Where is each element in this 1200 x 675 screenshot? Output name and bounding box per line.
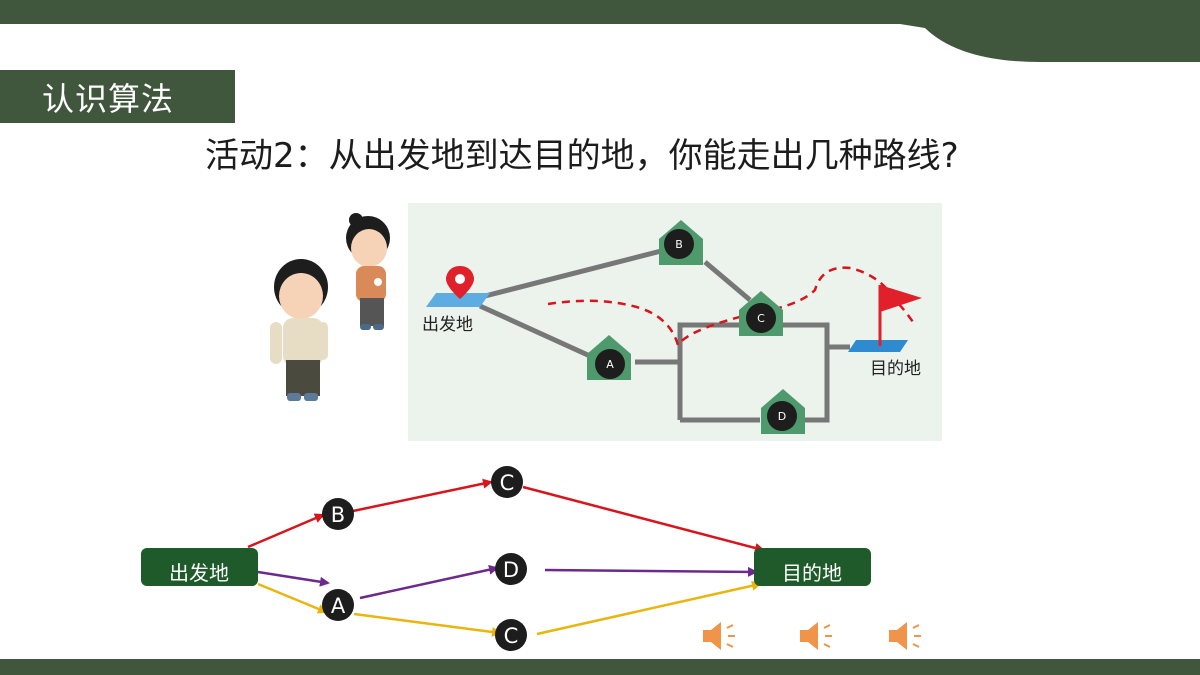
speaker-icon[interactable] bbox=[703, 622, 735, 650]
flow-node-c-top: C bbox=[491, 466, 523, 498]
svg-text:B: B bbox=[675, 238, 683, 251]
route-purple-a-d bbox=[359, 564, 499, 600]
svg-text:C: C bbox=[757, 312, 765, 325]
route-red-start-b bbox=[247, 513, 325, 549]
bottom-band bbox=[0, 659, 1200, 675]
flag-icon bbox=[878, 285, 922, 346]
svg-text:D: D bbox=[778, 410, 786, 423]
top-band bbox=[0, 0, 1200, 62]
flow-node-b: B bbox=[322, 498, 354, 530]
speaker-icon[interactable] bbox=[889, 622, 921, 650]
map-end-label: 目的地 bbox=[870, 359, 921, 379]
house-node-c: C bbox=[739, 291, 783, 336]
svg-text:A: A bbox=[331, 594, 346, 618]
flow-node-a: A bbox=[322, 589, 354, 621]
route-red-b-c bbox=[352, 478, 493, 513]
house-node-b: B bbox=[659, 220, 703, 265]
flow-end-box: 目的地 bbox=[754, 548, 871, 586]
house-node-d: D bbox=[761, 389, 805, 434]
boy-figure bbox=[270, 259, 328, 401]
flow-node-c-bottom: C bbox=[495, 619, 527, 651]
end-marker bbox=[848, 285, 922, 352]
map-roads bbox=[478, 247, 850, 423]
flow-node-d: D bbox=[495, 553, 527, 585]
start-marker bbox=[426, 266, 490, 307]
location-pin-icon bbox=[446, 266, 474, 299]
speaker-icon[interactable] bbox=[800, 622, 832, 650]
route-purple-d-end bbox=[544, 566, 758, 577]
svg-text:C: C bbox=[500, 471, 515, 495]
children-illustration bbox=[270, 213, 390, 401]
flow-start-box: 出发地 bbox=[141, 548, 258, 586]
route-yellow-start-a bbox=[257, 582, 328, 614]
section-title: 认识算法 bbox=[0, 70, 235, 123]
girl-figure bbox=[346, 213, 390, 330]
activity-heading: 活动2：从出发地到达目的地，你能走出几种路线? bbox=[205, 136, 959, 176]
svg-text:D: D bbox=[503, 558, 519, 582]
house-node-a: A bbox=[587, 335, 631, 380]
route-yellow-a-c bbox=[353, 612, 502, 637]
svg-text:A: A bbox=[606, 358, 614, 371]
flow-start-label: 出发地 bbox=[169, 561, 229, 585]
route-purple-start-a bbox=[257, 570, 330, 587]
route-yellow-c-end bbox=[536, 580, 762, 636]
svg-text:C: C bbox=[504, 624, 519, 648]
svg-text:B: B bbox=[331, 503, 345, 527]
map-start-label: 出发地 bbox=[422, 315, 473, 335]
route-red-c-end bbox=[522, 485, 765, 553]
flow-end-label: 目的地 bbox=[782, 561, 842, 585]
